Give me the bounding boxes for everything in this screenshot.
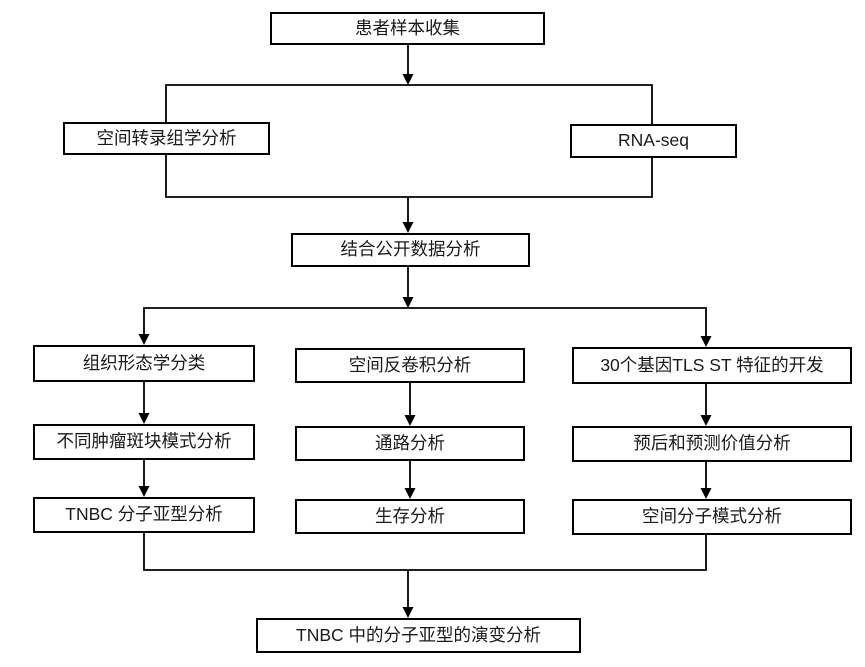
node-spatial-transcriptomics: 空间转录组学分析 [63,122,270,155]
node-spatial-deconvolution: 空间反卷积分析 [295,348,525,383]
node-tls-st-signature-development: 30个基因TLS ST 特征的开发 [572,347,852,384]
node-pathway-analysis: 通路分析 [295,426,525,461]
arrowhead-col3-b [700,488,712,499]
arrowhead-col1-b [138,486,150,497]
arrowhead-col2-a [404,415,416,426]
node-combined-public-data: 结合公开数据分析 [291,233,530,267]
edge-split-row2 [165,84,653,124]
arrowhead-left-column [138,334,150,345]
node-tnbc-subtype-evolution: TNBC 中的分子亚型的演变分析 [256,618,581,653]
edge-merge-bottom [143,533,707,571]
edge-split-columns [143,307,707,336]
node-survival-analysis: 生存分析 [295,499,525,534]
node-spatial-molecular-patterns: 空间分子模式分析 [572,499,852,535]
arrowhead-col2-b [404,488,416,499]
arrowhead-combine-trunk [402,297,414,308]
arrowhead-final [402,607,414,618]
node-prognostic-predictive-value: 预后和预测价值分析 [572,426,852,462]
arrowhead-right-column [700,336,712,347]
arrowhead-top-trunk [402,74,414,85]
node-tnbc-molecular-subtype-analysis: TNBC 分子亚型分析 [33,497,255,533]
arrowhead-col1-a [138,413,150,424]
node-histomorphology-classification: 组织形态学分类 [33,345,255,382]
node-tumor-patch-pattern-analysis: 不同肿瘤斑块模式分析 [33,424,255,460]
edge-merge-row2 [165,155,653,198]
arrowhead-col3-a [700,415,712,426]
node-patient-sample-collection: 患者样本收集 [270,12,545,45]
node-rna-seq: RNA-seq [570,124,737,158]
arrowhead-to-combine [402,222,414,233]
